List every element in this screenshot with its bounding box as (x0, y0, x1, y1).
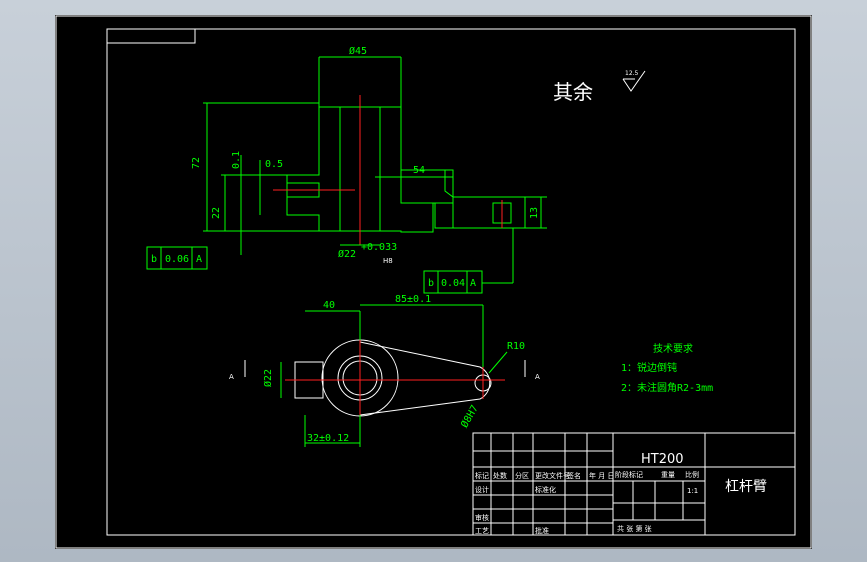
outer-border (55, 15, 812, 549)
svg-text:A: A (470, 278, 476, 289)
material: HT200 (641, 452, 684, 467)
svg-text:更改文件号: 更改文件号 (535, 471, 570, 480)
scale: 1:1 (687, 487, 698, 495)
dim-32: 32±0.12 (307, 433, 349, 444)
svg-text:分区: 分区 (515, 471, 529, 480)
svg-text:审核: 审核 (475, 513, 489, 522)
part-name: 杠杆臂 (725, 479, 767, 495)
svg-text:0.06: 0.06 (165, 254, 189, 265)
dim-13: 13 (529, 207, 540, 219)
title-block: HT200 杠杆臂 标记 处数 分区 更改文件号 签名 年 月 日 设计 标准化… (472, 432, 796, 536)
dim-0-1: 0.1 (231, 151, 242, 169)
dim-22: 22 (211, 207, 222, 219)
tech-req-title: 技术要求 (653, 342, 693, 355)
other-requirement-label: 其余 (553, 80, 593, 104)
corner-box (106, 28, 196, 44)
plan-view (285, 337, 505, 421)
dim-40: 40 (323, 300, 335, 311)
dim-bore-tol: +0.033 (361, 242, 397, 253)
svg-text:年 月 日: 年 月 日 (589, 471, 614, 480)
roughness-icon (622, 70, 646, 92)
dim-d45: Ø45 (349, 45, 367, 57)
dim-72: 72 (191, 157, 202, 169)
gdt-frame-2: b 0.04 A (423, 270, 483, 294)
gdt-frame-1: b 0.06 A (146, 246, 208, 270)
dim-bore: Ø22 (338, 248, 356, 260)
section-a-left: A (229, 373, 234, 381)
svg-text:处数: 处数 (493, 471, 507, 480)
dim-54: 54 (413, 165, 425, 176)
svg-text:标记: 标记 (475, 471, 489, 480)
svg-text:b: b (428, 278, 434, 289)
svg-text:批准: 批准 (535, 526, 549, 535)
dim-r10: R10 (507, 341, 525, 352)
svg-text:A: A (196, 254, 202, 265)
section-view (273, 95, 526, 245)
dim-0-5: 0.5 (265, 159, 283, 170)
drawing-canvas: 其余 12.5 Ø45 72 22 0.1 0.5 54 (55, 15, 812, 549)
inner-border (106, 28, 796, 536)
svg-text:比例: 比例 (685, 470, 699, 479)
svg-text:工艺: 工艺 (475, 527, 489, 535)
svg-text:签名: 签名 (567, 471, 581, 480)
dim-85: 85±0.1 (395, 294, 431, 305)
svg-text:阶段标记: 阶段标记 (615, 470, 643, 479)
dim-d8: Ø8H7 (458, 403, 480, 430)
svg-text:0.04: 0.04 (441, 278, 465, 289)
dim-d22-plan: Ø22 (262, 369, 274, 387)
svg-text:标准化: 标准化 (535, 485, 556, 494)
tech-req-item-1: 1：锐边倒钝 (621, 361, 677, 374)
fit-h8: H8 (383, 257, 393, 265)
svg-text:设计: 设计 (475, 485, 489, 494)
section-a-right: A (535, 373, 540, 381)
roughness-value: 12.5 (625, 70, 639, 77)
svg-text:重量: 重量 (661, 471, 675, 479)
svg-text:b: b (151, 254, 157, 265)
tech-req-item-2: 2：未注圆角R2-3mm (621, 381, 713, 394)
drawing-sheet: 其余 12.5 Ø45 72 22 0.1 0.5 54 (55, 15, 812, 549)
sheets: 共 张 第 张 (617, 524, 652, 533)
